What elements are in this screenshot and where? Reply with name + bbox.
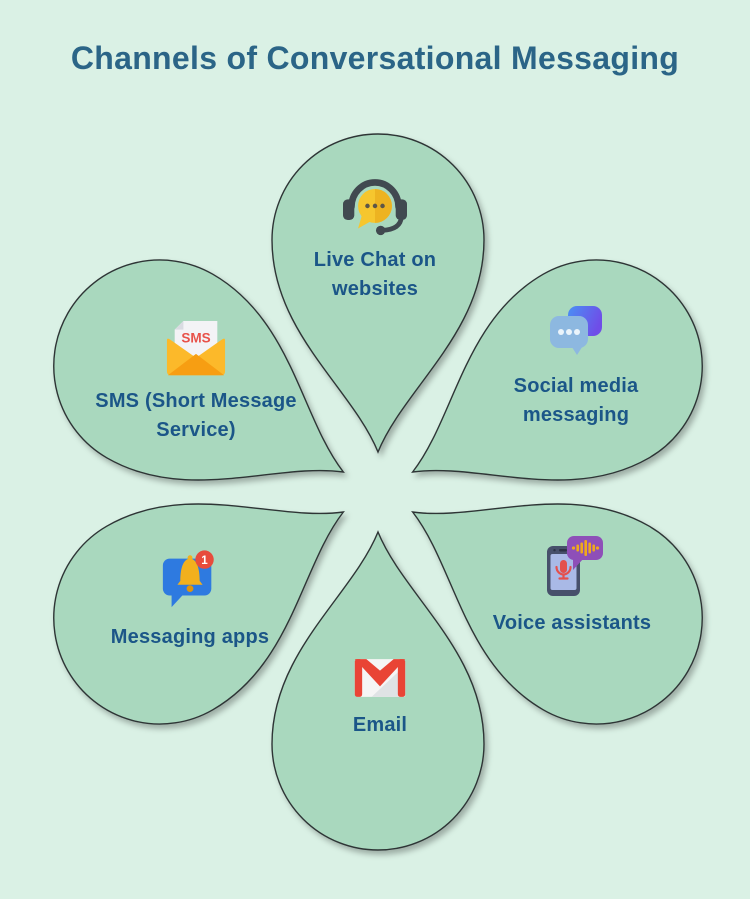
petal-label: Social media messaging [513, 375, 639, 426]
headset-chat-icon [343, 174, 407, 236]
petal-label: SMS (Short Message Service) [95, 390, 297, 441]
gmail-icon [352, 657, 408, 699]
sms-icon-text: SMS [181, 330, 210, 345]
page-title: Channels of Conversational Messaging [70, 40, 680, 76]
petal-email: Email [310, 657, 450, 740]
petal-label: Email [352, 714, 408, 736]
petal-voice-assistants: Voice assistants [457, 536, 687, 638]
chat-bubbles-icon [546, 304, 606, 360]
petal-sms: SMS SMS (Short Message Service) [93, 319, 299, 445]
bell-chat-bubble-icon: 1 [159, 547, 221, 609]
notification-badge-count: 1 [201, 554, 208, 567]
petal-messaging-apps: 1 Messaging apps [80, 547, 300, 652]
petal-social-media: Social media messaging [496, 304, 656, 430]
petal-live-chat: Live Chat on websites [295, 174, 455, 304]
petal-label: Live Chat on websites [313, 249, 437, 300]
petal-label: Messaging apps [110, 626, 270, 648]
sms-envelope-icon: SMS [163, 319, 229, 381]
petal-label: Voice assistants [492, 612, 652, 634]
phone-voice-bubble-icon [541, 536, 603, 600]
